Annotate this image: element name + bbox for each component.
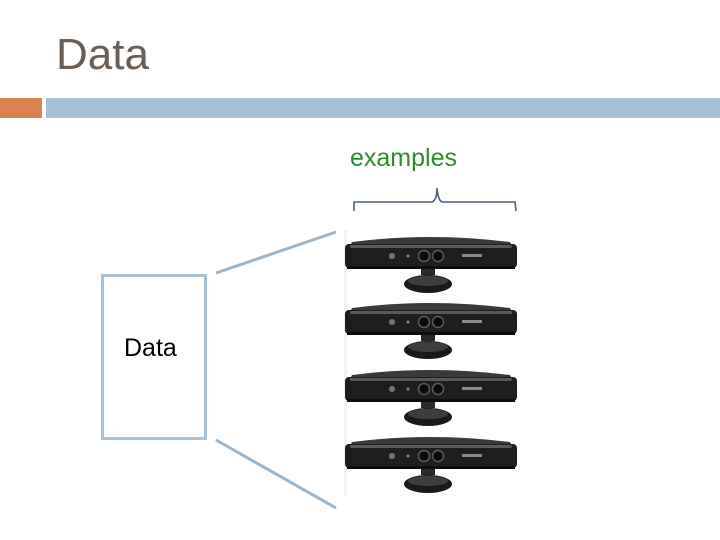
- kinect-sensor-icon: [344, 363, 517, 429]
- connector-top: [215, 230, 337, 275]
- kinect-sensor-icon: [344, 296, 517, 362]
- data-box-label: Data: [124, 334, 177, 362]
- connector-bottom: [215, 438, 337, 510]
- title-underline-bar: [46, 98, 720, 118]
- data-box: [101, 274, 207, 440]
- kinect-sensor-icon: [344, 430, 517, 496]
- examples-label: examples: [350, 144, 457, 172]
- slide-title: Data: [56, 30, 149, 79]
- examples-brace: [353, 187, 517, 212]
- kinect-sensor-icon: [344, 230, 517, 296]
- title-accent-bar: [0, 98, 42, 118]
- device-stack: [344, 230, 517, 496]
